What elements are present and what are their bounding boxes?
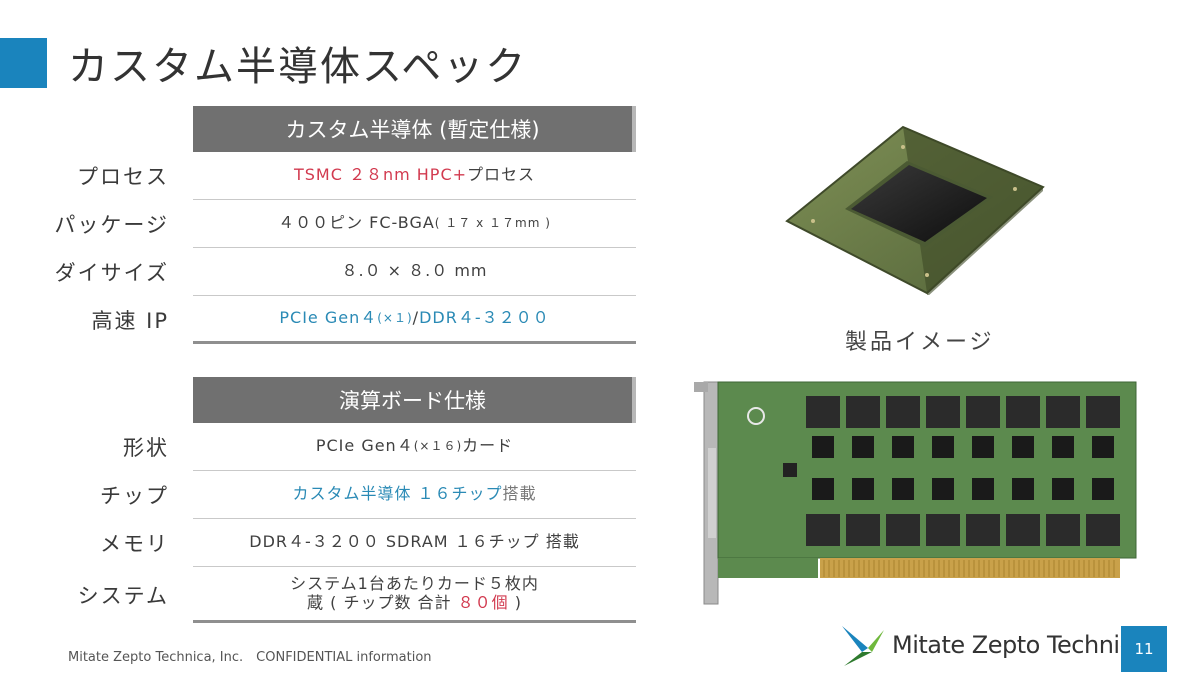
asic-chip [1092,478,1114,500]
asic-chip [812,436,834,458]
asic-chip [932,436,954,458]
package-size: ( １７ x １７mm ) [434,215,551,230]
row-label: ダイサイズ [54,261,169,285]
row-value: TSMC ２８nm HPC+ プロセス [193,152,636,200]
memory-chip [1086,514,1120,546]
asic-chip [892,436,914,458]
asic-chip [852,478,874,500]
memory-chip [886,396,920,428]
form-suffix: カード [462,436,514,456]
memory-chip [846,514,880,546]
row-value: カスタム半導体 １６チップ 搭載 [193,471,636,519]
asic-chip [1012,478,1034,500]
footer-confidential: Mitate Zepto Technica, Inc. CONFIDENTIAL… [68,650,432,665]
row-value: ４００ピン FC-BGA ( １７ x １７mm ) [193,200,636,248]
asic-chip [892,478,914,500]
memory-chip [1006,514,1040,546]
asic-chip [932,478,954,500]
chip-count: カスタム半導体 １６チップ [292,484,503,504]
memory-chip [926,396,960,428]
row-label: チップ [100,484,169,508]
row-label: パッケージ [54,213,169,237]
board-spec-header: 演算ボード仕様 [193,377,636,423]
company-logo: Mitate Zepto Technica [838,622,1147,668]
package-type: ４００ピン FC-BGA [278,213,435,233]
chip-spec-header: カスタム半導体 (暫定仕様) [193,106,636,152]
memory-chip [966,514,1000,546]
row-value: PCIe Gen４ (×１) / DDR４-３２００ [193,296,636,344]
memory-chip [966,396,1000,428]
chip-image [785,125,1045,297]
asic-chip [1052,436,1074,458]
table-row: 高速 IP PCIe Gen４ (×１) / DDR４-３２００ [0,296,640,344]
pcie-ip: PCIe Gen４ [279,308,378,328]
title-accent-bar [0,38,47,88]
asic-chip [972,478,994,500]
row-value: ８.０ × ８.０ mm [193,248,636,296]
row-label: メモリ [100,532,169,556]
memory-chip [1006,396,1040,428]
logo-text: Mitate Zepto Technica [892,631,1147,659]
chip-suffix: 搭載 [502,484,537,504]
system-line-2: 蔵 ( チップ数 合計 ８０個 ) [307,592,522,612]
asic-chip [972,436,994,458]
form-lanes: (×１６) [413,438,463,453]
memory-chip [806,396,840,428]
system-line-2b: ) [508,592,522,612]
asic-chip [1052,478,1074,500]
separator: / [412,308,420,328]
memory-chip [1086,396,1120,428]
table-row: メモリ DDR４-３２００ SDRAM １６チップ 搭載 [0,519,640,567]
table-row: 形状 PCIe Gen４ (×１６) カード [0,423,640,471]
table-row: プロセス TSMC ２８nm HPC+ プロセス [0,152,640,200]
board-spec-table: 演算ボード仕様 形状 PCIe Gen４ (×１６) カード チップ カスタム半… [0,377,640,623]
table-row: チップ カスタム半導体 １６チップ 搭載 [0,471,640,519]
total-chips: ８０個 [457,592,509,612]
row-label: システム [77,584,169,608]
asic-chip [1092,436,1114,458]
form-factor: PCIe Gen４ [315,436,414,456]
row-value: DDR４-３２００ SDRAM １６チップ 搭載 [193,519,636,567]
table-row: パッケージ ４００ピン FC-BGA ( １７ x １７mm ) [0,200,640,248]
row-label: 高速 IP [91,309,169,333]
system-line-2a: 蔵 ( チップ数 合計 [307,592,458,612]
process-suffix: プロセス [467,165,536,185]
row-value: システム1台あたりカード５枚内 蔵 ( チップ数 合計 ８０個 ) [193,567,636,623]
pcie-lanes: (×１) [377,310,413,325]
asic-chip [812,478,834,500]
asic-chip [852,436,874,458]
asic-chip [1012,436,1034,458]
row-value: PCIe Gen４ (×１６) カード [193,423,636,471]
memory-chip [846,396,880,428]
memory-chip [886,514,920,546]
page-title: カスタム半導体スペック [68,44,528,90]
board-image [688,378,1138,608]
row-label: 形状 [123,436,169,460]
chip-spec-table: カスタム半導体 (暫定仕様) プロセス TSMC ２８nm HPC+ プロセス … [0,106,640,344]
memory-chip [1046,396,1080,428]
logo-mark-icon [842,626,884,666]
table-row: システム システム1台あたりカード５枚内 蔵 ( チップ数 合計 ８０個 ) [0,567,640,623]
memory-chip [806,514,840,546]
table-row: ダイサイズ ８.０ × ８.０ mm [0,248,640,296]
row-label: プロセス [77,165,169,189]
ddr-ip: DDR４-３２００ [419,308,550,328]
memory-chip [926,514,960,546]
page-number: 11 [1121,626,1167,672]
system-line-1: システム1台あたりカード５枚内 [290,574,539,594]
product-image-label: 製品イメージ [845,330,995,355]
memory-chip [1046,514,1080,546]
process-name: TSMC ２８nm HPC+ [293,165,468,185]
